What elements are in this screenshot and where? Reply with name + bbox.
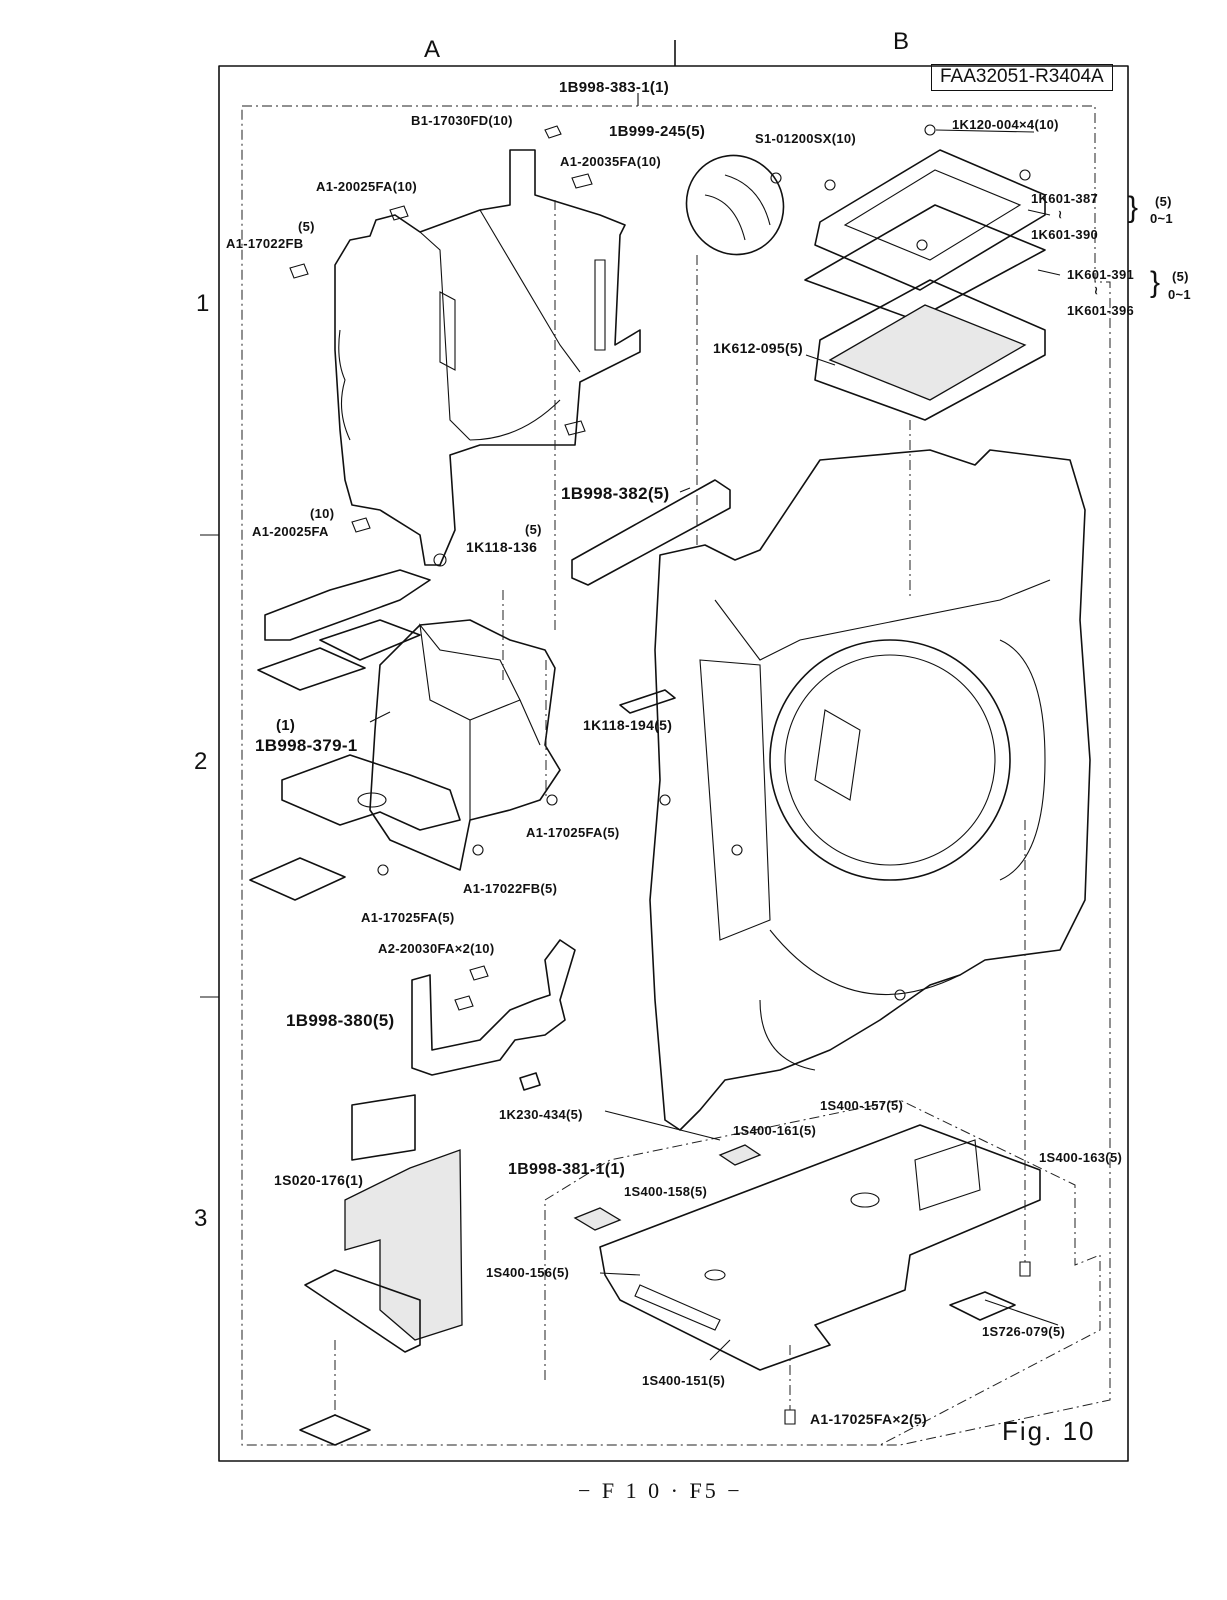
label-top-assembly: 1B998-383-1(1) [559, 79, 670, 96]
assembly-boundary-dashed [241, 105, 1111, 1446]
grid-row-2: 2 [194, 748, 208, 775]
label-assembly-1b998-379-qty: (1) [276, 717, 296, 734]
document-code-box: FAA32051-R3404A [931, 64, 1113, 91]
label-screw-a1-17025fa-right: A1-17025FA(5) [526, 825, 620, 840]
label-screw-a1-20025fa-qty: (10) [310, 506, 335, 521]
label-screw-b1-17030fd: B1-17030FD(10) [411, 113, 513, 128]
label-spring-1k230-434: 1K230-434(5) [499, 1107, 583, 1122]
lever-1b998-380 [411, 939, 576, 1091]
sheet-1s020-176 [299, 1094, 463, 1446]
part-1b999-245-disc [685, 154, 785, 256]
label-screw-a1-17025fa-left: A1-17025FA(5) [361, 910, 455, 925]
label-part-1k118-194: 1K118-194(5) [583, 717, 673, 733]
label-screw-a1-20025fa-top: A1-20025FA(10) [316, 179, 418, 194]
label-lever-1b998-380: 1B998-380(5) [286, 1011, 395, 1030]
page-number: − F 1 0 · F5 − [578, 1478, 743, 1503]
label-shim-1k601-396: 1K601-396 [1067, 303, 1135, 318]
label-shim-391-396-range: 0~1 [1168, 287, 1191, 302]
label-screw-a1-17022fb: A1-17022FB [226, 236, 304, 251]
grid-column-b: B [893, 28, 910, 55]
label-spring-1k118-136-qty: (5) [525, 522, 542, 537]
label-shim-1k601-390: 1K601-390 [1031, 227, 1099, 242]
assembly-1b998-379 [369, 619, 561, 871]
label-screen-1k612-095: 1K612-095(5) [713, 340, 803, 356]
label-range-mark-2: ≀ [1094, 285, 1099, 297]
label-screw-1k120-004: 1K120-004×4(10) [952, 117, 1059, 132]
label-part-1s726-079: 1S726-079(5) [982, 1324, 1066, 1339]
label-shim-387-390-brace: } [1128, 191, 1139, 224]
label-part-1s020-176: 1S020-176(1) [274, 1172, 364, 1188]
plate-1b998-382 [571, 479, 731, 586]
label-part-1s400-161: 1S400-161(5) [733, 1123, 817, 1138]
grid-row-3: 3 [194, 1205, 208, 1232]
label-screw-a1-17022fb-qty: (5) [298, 219, 315, 234]
bottom-plate-assembly [573, 1124, 1041, 1371]
focusing-screen-stack [804, 124, 1046, 421]
label-screw-a1-20035fa: A1-20035FA(10) [560, 154, 662, 169]
label-assembly-1b998-379: 1B998-379-1 [255, 736, 358, 755]
label-shim-391-396-qty: (5) [1172, 269, 1189, 284]
leader-lines [369, 93, 1061, 1361]
grid-column-a: A [424, 36, 441, 63]
label-part-1s400-156: 1S400-156(5) [486, 1265, 570, 1280]
label-screw-s1-01200sx: S1-01200SX(10) [755, 131, 857, 146]
figure-label: Fig. 10 [1002, 1416, 1096, 1446]
strip-1k118-194 [619, 689, 676, 714]
label-screw-a1-17025fa-x2: A1-17025FA×2(5) [810, 1411, 927, 1427]
assembly-centerlines [334, 200, 1101, 1446]
mirror-box-assembly [334, 149, 641, 567]
label-shim-391-396-brace: } [1150, 266, 1161, 299]
label-screw-a2-20030fa: A2-20030FA×2(10) [378, 941, 495, 956]
main-body-casting [649, 449, 1091, 1131]
label-part-1s400-158: 1S400-158(5) [624, 1184, 708, 1199]
label-shim-1k601-391: 1K601-391 [1067, 267, 1135, 282]
label-shim-387-390-qty: (5) [1155, 194, 1172, 209]
label-part-1s400-157: 1S400-157(5) [820, 1098, 904, 1113]
screw-set-top [289, 125, 593, 533]
label-part-1s400-151: 1S400-151(5) [642, 1373, 726, 1388]
insulation-sheets-left [249, 569, 558, 901]
outer-frame [218, 65, 1129, 1462]
label-screw-a1-20025fa-left: A1-20025FA [252, 524, 329, 539]
label-range-mark-1: ≀ [1058, 209, 1063, 221]
label-part-1s400-163: 1S400-163(5) [1039, 1150, 1123, 1165]
label-part-1b999-245: 1B999-245(5) [609, 123, 706, 140]
label-shim-1k601-387: 1K601-387 [1031, 191, 1099, 206]
label-plate-1b998-382: 1B998-382(5) [561, 484, 670, 503]
label-shim-387-390-range: 0~1 [1150, 211, 1173, 226]
grid-row-1: 1 [196, 290, 210, 317]
label-spring-1k118-136: 1K118-136 [466, 539, 538, 555]
label-screw-a1-17022fb-bottom: A1-17022FB(5) [463, 881, 558, 896]
label-assembly-1b998-381: 1B998-381-1(1) [508, 1161, 626, 1178]
